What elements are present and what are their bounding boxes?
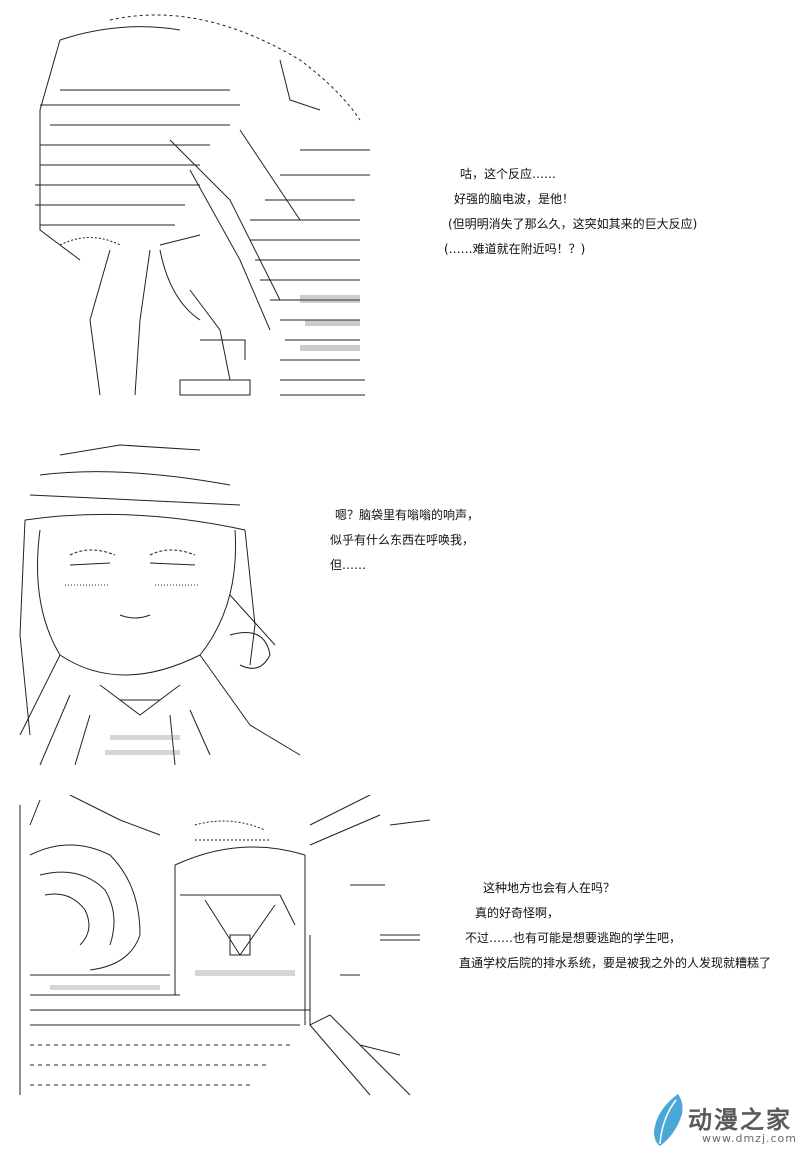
ascii-art-sleeping-girl xyxy=(0,435,320,770)
dialogue-box-3: 这种地方也会有人在吗？ 真的好奇怪啊， 不过……也有可能是想要逃跑的学生吧， 直… xyxy=(459,876,771,976)
brand-name: 动漫之家 xyxy=(688,1106,792,1134)
panel-1: 咕，这个反应…… 好强的脑电波，是他！ (但明明消失了那么久，这突如其来的巨大反… xyxy=(0,0,800,420)
dialogue-line: 但…… xyxy=(330,558,367,572)
panel-2: 嗯？脑袋里有嗡嗡的响声， 似乎有什么东西在呼唤我， 但…… xyxy=(0,420,800,770)
dialogue-line: 不过……也有可能是想要逃跑的学生吧， xyxy=(465,931,682,945)
dialogue-box-2: 嗯？脑袋里有嗡嗡的响声， 似乎有什么东西在呼唤我， 但…… xyxy=(330,503,479,578)
ascii-art-drainage-tunnel xyxy=(10,795,440,1125)
dialogue-line: (但明明消失了那么久，这突如其来的巨大反应) xyxy=(448,217,698,231)
dialogue-line: 好强的脑电波，是他！ xyxy=(454,192,575,206)
site-watermark: 动漫之家 www.dmzj.com xyxy=(640,1090,800,1154)
dialogue-line: 真的好奇怪啊， xyxy=(475,906,560,920)
dialogue-line: 似乎有什么东西在呼唤我， xyxy=(330,533,475,547)
ascii-art-hooded-figure xyxy=(0,0,400,410)
panel-3: 这种地方也会有人在吗？ 真的好奇怪啊， 不过……也有可能是想要逃跑的学生吧， 直… xyxy=(0,770,800,1130)
dialogue-box-1: 咕，这个反应…… 好强的脑电波，是他！ (但明明消失了那么久，这突如其来的巨大反… xyxy=(444,162,698,262)
tunnel-illustration xyxy=(19,795,431,1096)
girl-illustration xyxy=(19,444,301,766)
dialogue-line: (……难道就在附近吗！？) xyxy=(444,242,586,256)
dialogue-line: 咕，这个反应…… xyxy=(460,167,557,181)
brand-url: www.dmzj.com xyxy=(702,1132,797,1145)
hooded-figure-illustration xyxy=(35,14,370,396)
dialogue-line: 这种地方也会有人在吗？ xyxy=(483,881,616,895)
dialogue-line: 嗯？脑袋里有嗡嗡的响声， xyxy=(335,508,480,522)
dialogue-line: 直通学校后院的排水系统，要是被我之外的人发现就糟糕了 xyxy=(459,956,772,970)
feather-logo-icon xyxy=(654,1094,683,1146)
